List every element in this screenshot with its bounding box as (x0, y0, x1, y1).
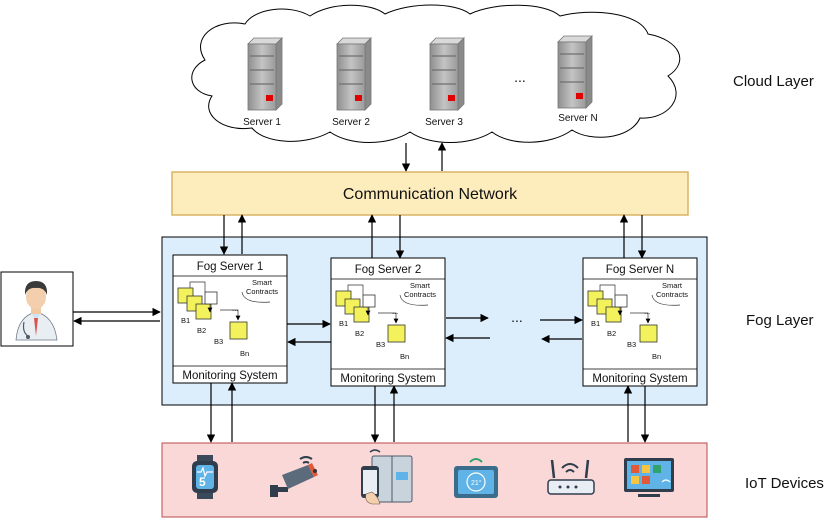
cloud-server-1: Server 1 (243, 37, 283, 128)
smart-tv-icon (624, 458, 674, 497)
fog-server-2: Fog Server 2 Smart Contracts B1 B2 B3 Bn… (330, 257, 446, 387)
block-label: Bn (400, 352, 409, 361)
svg-text:5: 5 (199, 475, 206, 489)
monitoring-system: Monitoring System (592, 373, 687, 385)
smart-contracts-label: Smart (410, 281, 431, 290)
smartwatch-icon: 5 (192, 455, 218, 499)
fog-server-title: Fog Server 2 (355, 264, 421, 276)
smart-contracts-label: Contracts (656, 290, 688, 299)
monitoring-system: Monitoring System (182, 370, 277, 382)
block-label: B2 (355, 329, 364, 338)
cctv-camera-icon (270, 456, 318, 497)
fog-server-n: Fog Server N Smart Contracts B1 B2 B3 Bn… (582, 257, 698, 387)
block-label: B1 (339, 319, 348, 328)
smart-contracts-label: Contracts (246, 287, 278, 296)
iot-devices-panel (161, 442, 708, 518)
fog-ellipsis: ... (511, 309, 523, 325)
smart-thermostat-icon: 21° (454, 458, 498, 498)
fog-server-title: Fog Server N (606, 264, 674, 276)
block-label: B2 (607, 329, 616, 338)
cloud-server-2: Server 2 (332, 37, 372, 128)
block-label: B2 (197, 326, 206, 335)
cloud-ellipsis: ... (514, 69, 526, 85)
block-label: B3 (376, 340, 385, 349)
doctor-icon (0, 271, 74, 347)
server-label: Server N (558, 113, 597, 124)
block-ellipsis: ... (644, 307, 650, 316)
smart-contracts-label: Smart (662, 281, 683, 290)
communication-network (171, 171, 689, 216)
block-label: B3 (627, 340, 636, 349)
block-label: B3 (214, 337, 223, 346)
cloud-server-n: Server N (557, 35, 598, 124)
smart-contracts-label: Contracts (404, 290, 436, 299)
iot-layer-label: IoT Devices (745, 475, 824, 492)
block-label: B1 (181, 316, 190, 325)
cloud-layer-label: Cloud Layer (733, 73, 814, 90)
smart-contracts-label: Smart (252, 278, 273, 287)
fog-server-title: Fog Server 1 (197, 261, 263, 273)
network-label: Communication Network (343, 186, 518, 203)
server-label: Server 1 (243, 117, 281, 128)
fog-server-1: Fog Server 1 Smart Contracts B1 B2 B3 Bn… (172, 254, 288, 384)
block-label: Bn (240, 349, 249, 358)
block-ellipsis: ... (232, 304, 238, 313)
server-label: Server 2 (332, 117, 370, 128)
cloud-server-3: Server 3 (425, 37, 465, 128)
block-ellipsis: ... (392, 307, 398, 316)
block-label: Bn (652, 352, 661, 361)
block-label: B1 (591, 319, 600, 328)
svg-text:21°: 21° (471, 479, 482, 487)
server-label: Server 3 (425, 117, 463, 128)
monitoring-system: Monitoring System (340, 373, 435, 385)
smart-fridge-icon (361, 449, 413, 505)
fog-layer-label: Fog Layer (746, 312, 814, 329)
wifi-router-icon (547, 459, 595, 495)
